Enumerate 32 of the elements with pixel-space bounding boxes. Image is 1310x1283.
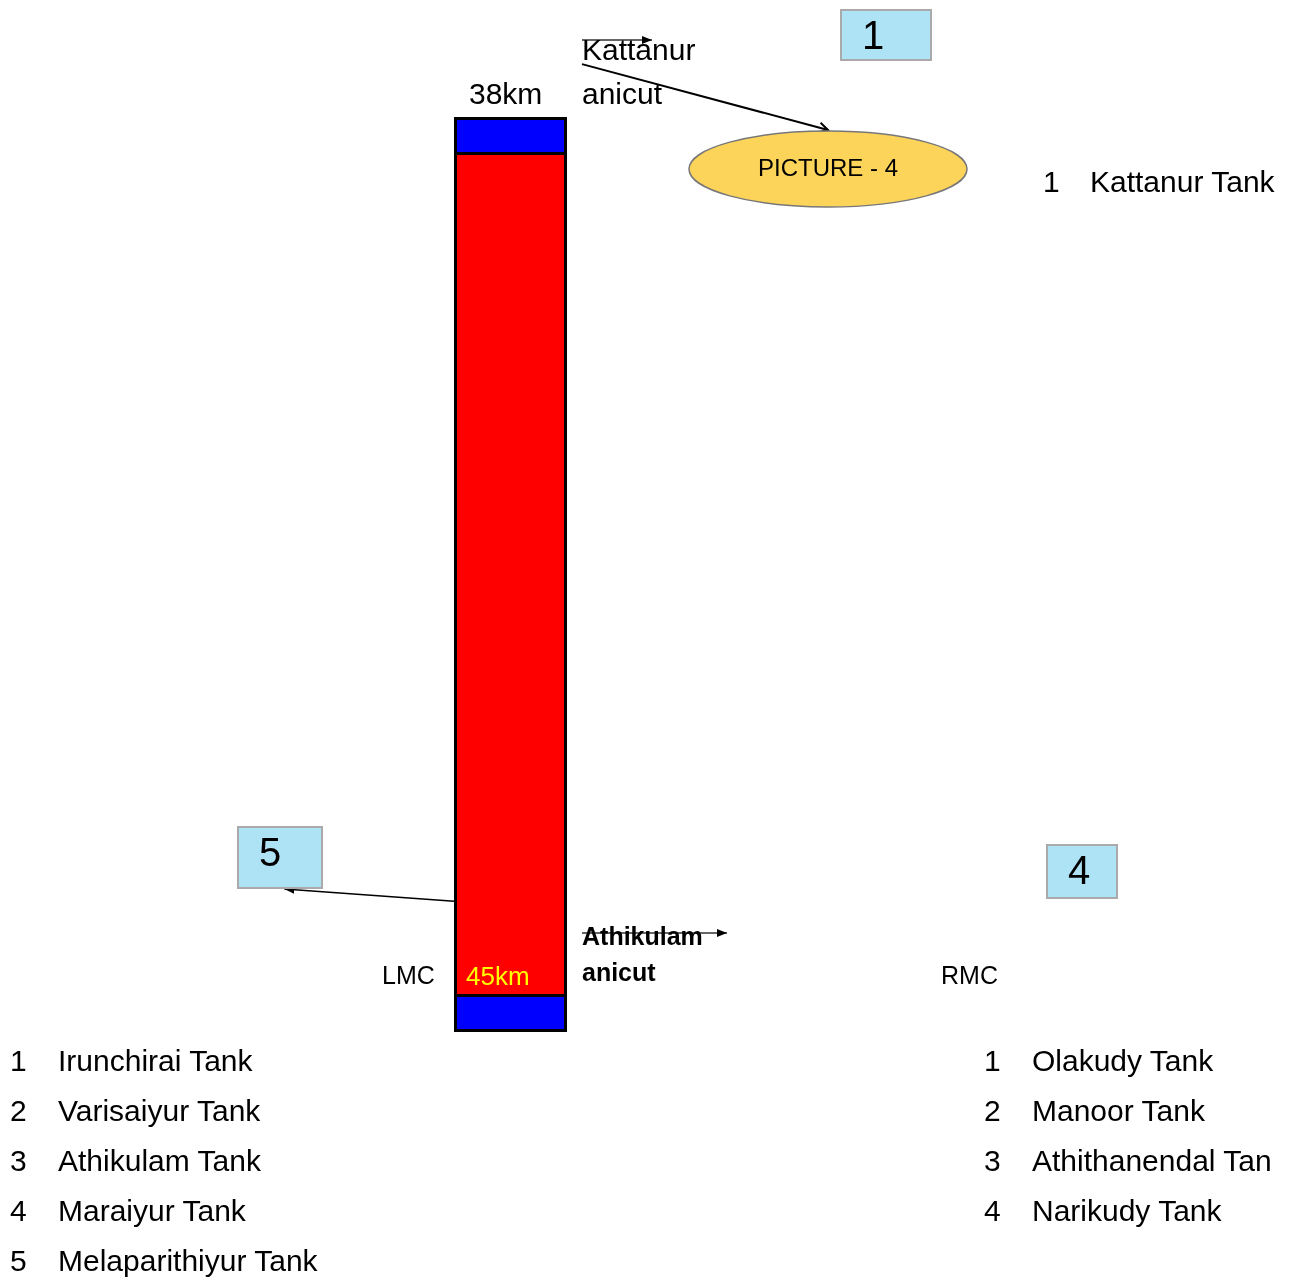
text-label: 1 <box>1043 165 1060 199</box>
callout-number: 1 <box>862 13 885 58</box>
text-label: Athithanendal Tan <box>1032 1144 1272 1178</box>
text-label: 4 <box>984 1194 1001 1228</box>
text-label: LMC <box>382 961 435 990</box>
text-label: 1 <box>984 1044 1001 1078</box>
distance-label: 45km <box>466 961 530 992</box>
text-label: 2 <box>10 1094 27 1128</box>
text-label: Narikudy Tank <box>1032 1194 1222 1228</box>
ellipse-label: PICTURE - 4 <box>757 154 899 182</box>
anicut-label: Kattanur anicut <box>582 28 722 112</box>
text-label: Irunchirai Tank <box>58 1044 253 1078</box>
text-label: 4 <box>10 1194 27 1228</box>
text-label: Melaparithiyur Tank <box>58 1244 318 1278</box>
text-label: Athikulam Tank <box>58 1144 261 1178</box>
text-label: 1 <box>10 1044 27 1078</box>
text-label: 5 <box>10 1244 27 1278</box>
text-label: 3 <box>984 1144 1001 1178</box>
number-box <box>237 826 323 889</box>
text-label: 2 <box>984 1094 1001 1128</box>
text-label: 3 <box>10 1144 27 1178</box>
text-label: RMC <box>941 961 998 990</box>
text-label: Manoor Tank <box>1032 1094 1205 1128</box>
text-label: Olakudy Tank <box>1032 1044 1214 1078</box>
number-box <box>1046 844 1118 899</box>
text-label: Kattanur Tank <box>1090 165 1275 199</box>
callout-number: 4 <box>1068 848 1091 893</box>
number-box <box>840 9 932 61</box>
text-label: Varisaiyur Tank <box>58 1094 261 1128</box>
callout-number: 5 <box>259 830 282 875</box>
text-label: Maraiyur Tank <box>58 1194 246 1228</box>
text-label: 38km <box>469 77 543 111</box>
